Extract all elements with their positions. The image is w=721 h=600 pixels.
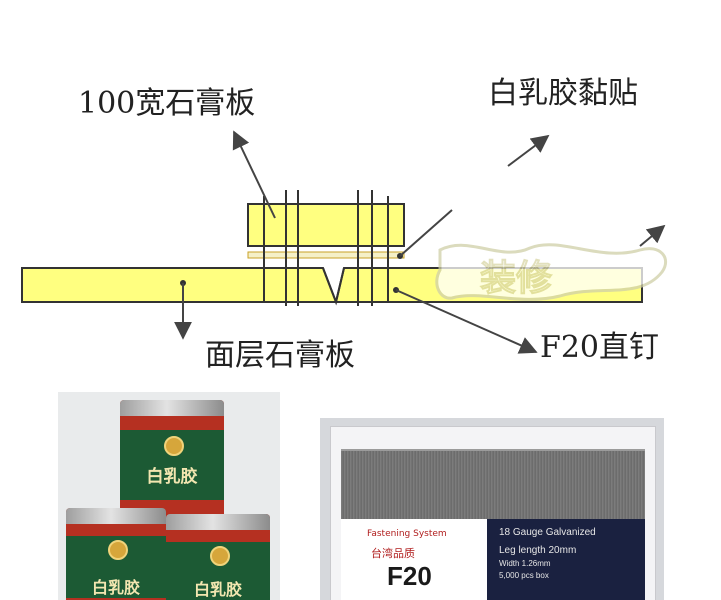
nail-box: Fastening System 台湾品质 F20 18 Gauge Galva… bbox=[330, 426, 656, 600]
glue-can: 白乳胶 bbox=[66, 508, 166, 600]
spec-line: Leg length 20mm bbox=[499, 545, 577, 556]
model-number: F20 bbox=[387, 561, 432, 591]
watermark-text: 装修 bbox=[480, 258, 552, 299]
origin-text: 台湾品质 bbox=[371, 547, 415, 560]
watermark: 装修 bbox=[435, 243, 668, 301]
glue-layer bbox=[247, 251, 405, 259]
white-glue-photo: 白乳胶 白乳胶 白乳胶 bbox=[58, 392, 280, 600]
spec-line: Width 1.26mm bbox=[499, 559, 551, 568]
label-white-glue: 白乳胶黏贴 bbox=[488, 76, 638, 111]
brand-line: Fastening System bbox=[367, 529, 447, 539]
can-label: 白乳胶 bbox=[91, 578, 140, 597]
label-nail: F20直钉 bbox=[540, 330, 659, 365]
label-narrow-board: 100宽石膏板 bbox=[78, 86, 256, 121]
arrow-right-edge bbox=[639, 224, 666, 247]
arrow-white-glue bbox=[399, 209, 453, 257]
glue-can: 白乳胶 bbox=[166, 514, 270, 600]
v-groove bbox=[322, 267, 345, 306]
spec-line: 18 Gauge Galvanized bbox=[499, 527, 596, 538]
nail-strip bbox=[341, 449, 645, 523]
f20-nail-photo: Fastening System 台湾品质 F20 18 Gauge Galva… bbox=[320, 418, 664, 600]
arrow-narrow-board bbox=[232, 130, 276, 219]
nail-box-spec-panel: 18 Gauge Galvanized Leg length 20mm Widt… bbox=[487, 519, 645, 600]
glue-can: 白乳胶 bbox=[120, 400, 224, 518]
can-label: 白乳胶 bbox=[146, 467, 198, 487]
narrow-gypsum-strip bbox=[247, 203, 405, 247]
nail-box-brand-panel: Fastening System 台湾品质 F20 bbox=[341, 519, 487, 600]
arrow-nail bbox=[395, 289, 538, 354]
arrow-white-glue-head bbox=[507, 134, 550, 167]
label-face-board: 面层石膏板 bbox=[205, 338, 355, 373]
joint-diagram: 装修 bbox=[21, 130, 668, 354]
spec-line: 5,000 pcs box bbox=[499, 571, 549, 580]
can-label: 白乳胶 bbox=[193, 580, 242, 599]
